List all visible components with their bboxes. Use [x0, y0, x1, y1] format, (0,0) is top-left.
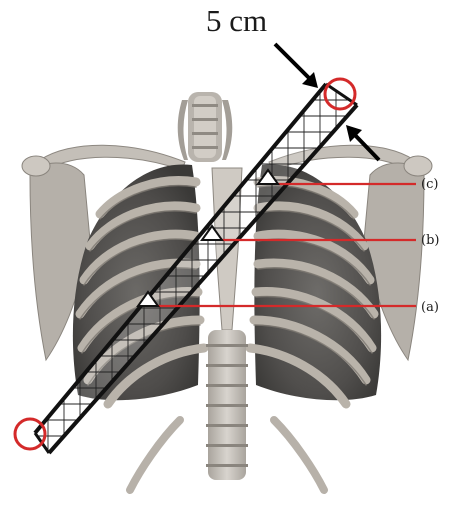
cervical-spine: [178, 92, 233, 162]
marker-label-a: (a): [421, 300, 439, 315]
scale-label: 5 cm: [206, 4, 267, 38]
marker-label-b: (b): [421, 233, 439, 248]
marker-label-c: (c): [421, 177, 438, 192]
